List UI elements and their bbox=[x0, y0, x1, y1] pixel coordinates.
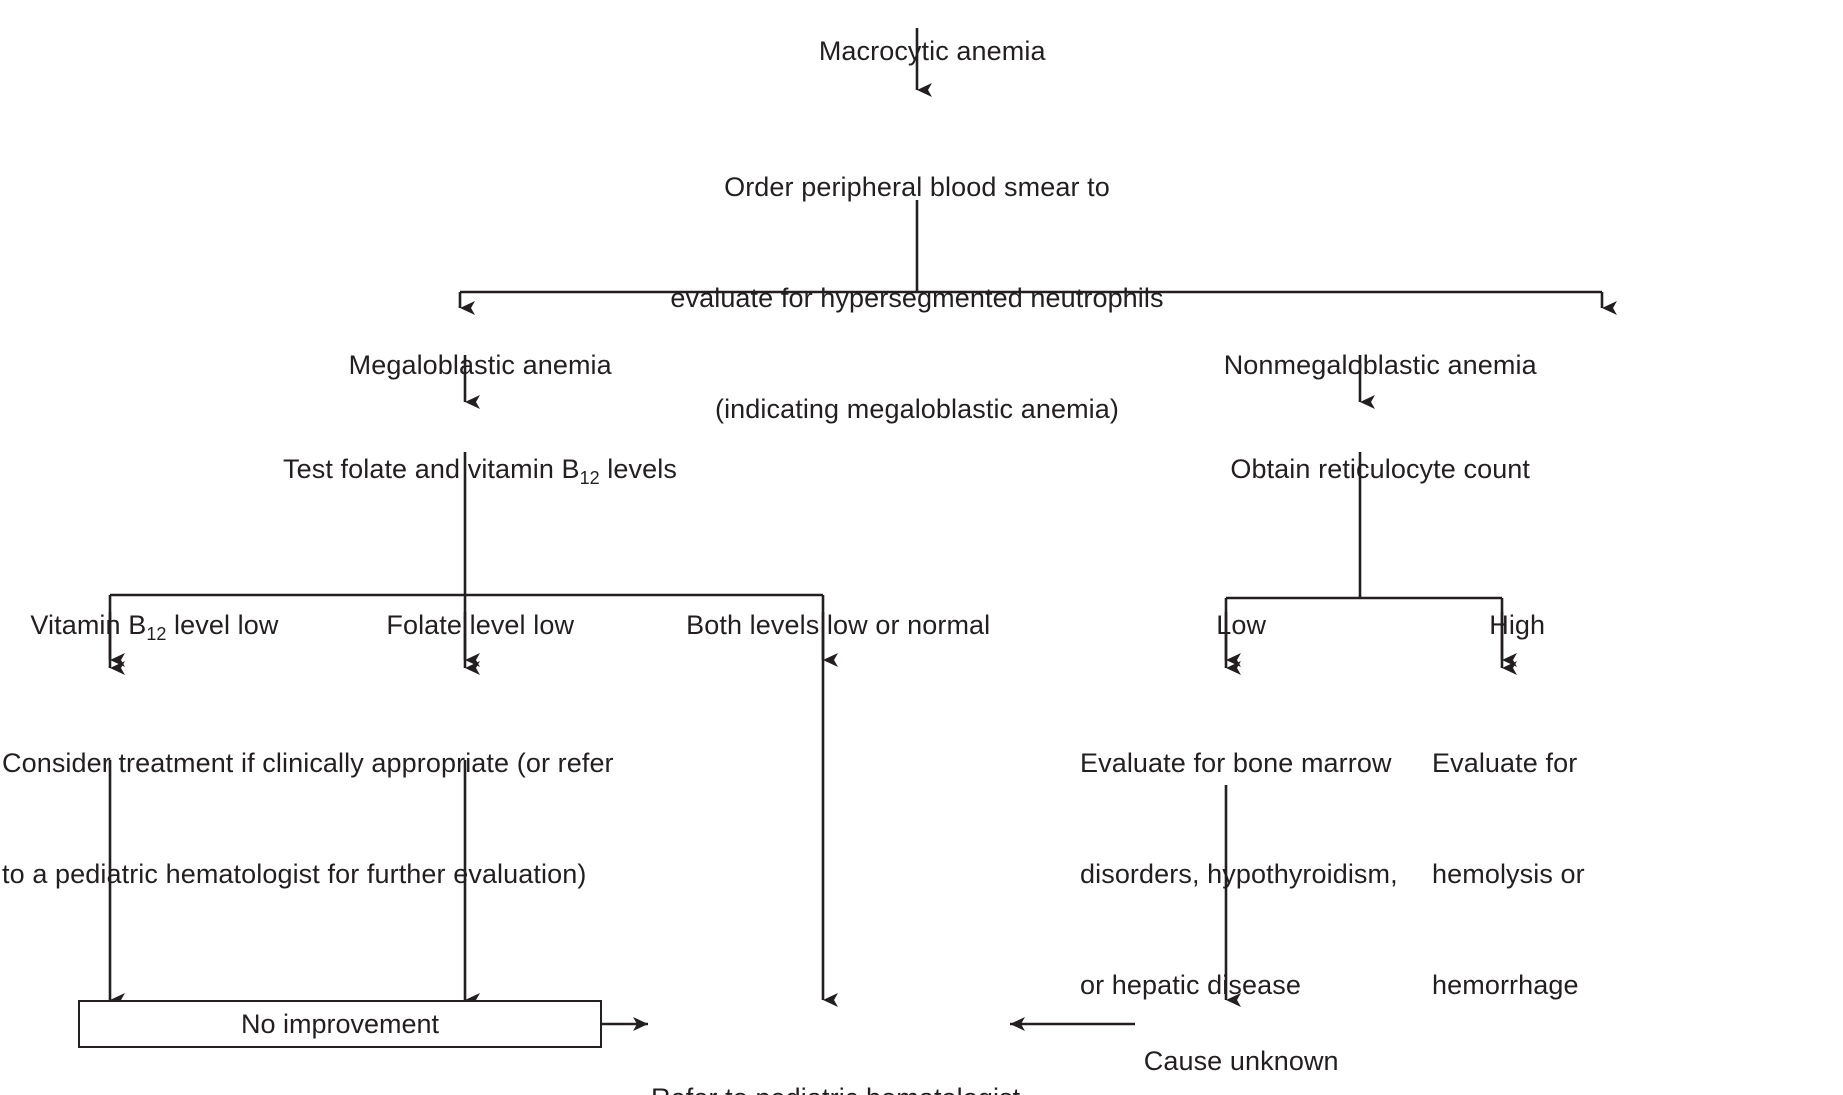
node-obtain-reticulocyte-count: Obtain reticulocyte count bbox=[1200, 414, 1530, 525]
node-test-folate-b12-post: levels bbox=[599, 454, 677, 484]
node-folate-level-low-label: Folate level low bbox=[386, 610, 575, 640]
node-order-blood-smear-line2: evaluate for hypersegmented neutrophils bbox=[670, 283, 1164, 313]
node-nonmegaloblastic-anemia-label: Nonmegaloblastic anemia bbox=[1223, 350, 1537, 380]
node-retic-low: Low bbox=[1186, 570, 1266, 681]
node-evaluate-bone-marrow: Evaluate for bone marrow disorders, hypo… bbox=[1080, 671, 1398, 1078]
node-vitamin-b12-level-low: Vitamin B12 level low bbox=[0, 570, 278, 684]
node-vitamin-b12-level-low-post: level low bbox=[166, 610, 279, 640]
node-evaluate-bone-marrow-line3: or hepatic disease bbox=[1080, 970, 1301, 1000]
node-retic-low-label: Low bbox=[1216, 610, 1267, 640]
node-vitamin-b12-level-low-pre: Vitamin B bbox=[30, 610, 147, 640]
node-macrocytic-anemia-label: Macrocytic anemia bbox=[818, 36, 1046, 66]
node-order-blood-smear-line3: (indicating megaloblastic anemia) bbox=[714, 394, 1119, 424]
node-order-blood-smear-line1: Order peripheral blood smear to bbox=[724, 172, 1110, 202]
node-evaluate-bone-marrow-line1: Evaluate for bone marrow bbox=[1080, 748, 1392, 778]
node-evaluate-hemolysis-line2: hemolysis or bbox=[1432, 859, 1585, 889]
node-megaloblastic-anemia-label: Megaloblastic anemia bbox=[348, 350, 612, 380]
node-obtain-reticulocyte-count-label: Obtain reticulocyte count bbox=[1230, 454, 1531, 484]
node-no-improvement-box[interactable]: No improvement bbox=[78, 1000, 602, 1048]
node-consider-treatment: Consider treatment if clinically appropr… bbox=[2, 671, 614, 967]
node-evaluate-hemolysis-line3: hemorrhage bbox=[1432, 970, 1579, 1000]
node-test-folate-b12-subscript: 12 bbox=[579, 468, 600, 488]
node-evaluate-bone-marrow-line2: disorders, hypothyroidism, bbox=[1080, 859, 1398, 889]
node-megaloblastic-anemia: Megaloblastic anemia bbox=[318, 310, 612, 421]
node-evaluate-hemolysis-line1: Evaluate for bbox=[1432, 748, 1578, 778]
node-both-levels-low-or-normal: Both levels low or normal bbox=[656, 570, 991, 681]
node-test-folate-b12: Test folate and vitamin B12 levels bbox=[253, 414, 677, 528]
node-retic-high: High bbox=[1459, 570, 1545, 681]
node-cause-unknown: Cause unknown bbox=[1113, 1006, 1339, 1095]
node-consider-treatment-line1: Consider treatment if clinically appropr… bbox=[2, 748, 614, 778]
node-vitamin-b12-level-low-subscript: 12 bbox=[146, 624, 167, 644]
node-retic-high-label: High bbox=[1489, 610, 1546, 640]
node-evaluate-hemolysis: Evaluate for hemolysis or hemorrhage bbox=[1432, 671, 1585, 1078]
node-both-levels-low-or-normal-label: Both levels low or normal bbox=[686, 610, 991, 640]
node-folate-level-low: Folate level low bbox=[356, 570, 574, 681]
node-no-improvement-label: No improvement bbox=[240, 1008, 440, 1039]
node-refer-pediatric-hematologist-line1: Refer to pediatric hematologist bbox=[651, 1080, 1020, 1095]
node-order-blood-smear: Order peripheral blood smear to evaluate… bbox=[670, 95, 1163, 502]
node-macrocytic-anemia: Macrocytic anemia bbox=[788, 0, 1046, 107]
node-cause-unknown-label: Cause unknown bbox=[1143, 1046, 1339, 1076]
node-refer-pediatric-hematologist: Refer to pediatric hematologist for cons… bbox=[651, 1006, 1020, 1095]
node-test-folate-b12-pre: Test folate and vitamin B bbox=[283, 454, 580, 484]
node-consider-treatment-line2: to a pediatric hematologist for further … bbox=[2, 859, 587, 889]
node-nonmegaloblastic-anemia: Nonmegaloblastic anemia bbox=[1193, 310, 1537, 421]
